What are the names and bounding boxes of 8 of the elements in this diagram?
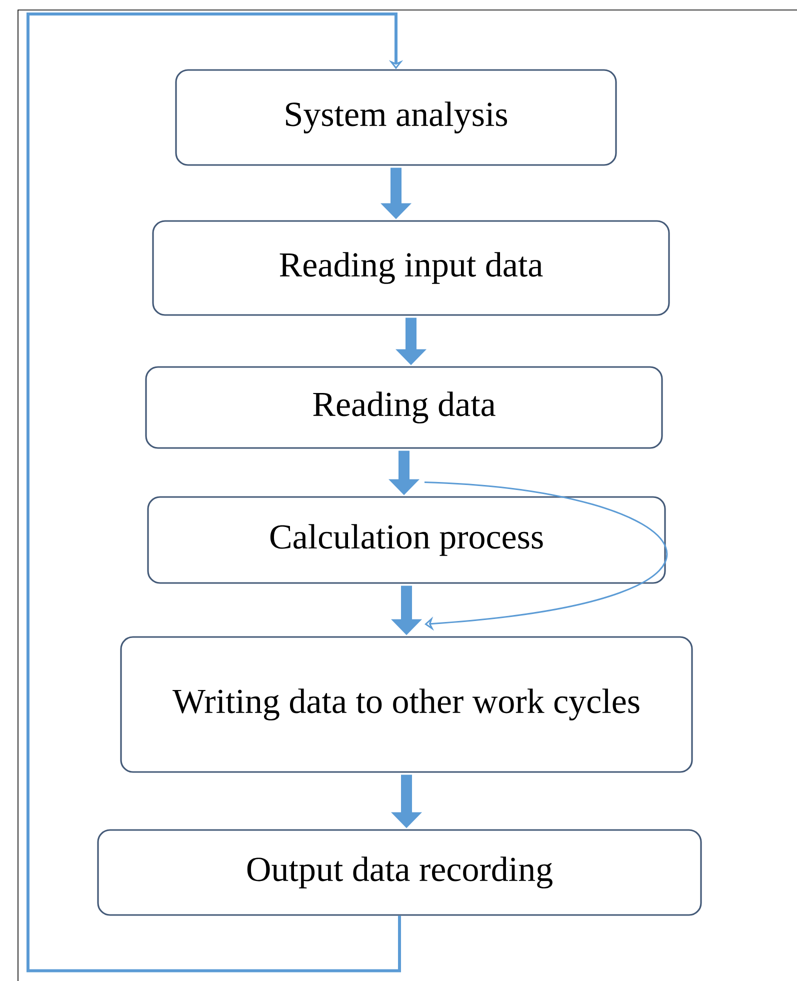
process-box: Output data recording bbox=[97, 829, 702, 916]
process-box: Reading input data bbox=[152, 220, 670, 316]
feedback-arrow bbox=[26, 12, 404, 972]
process-box: System analysis bbox=[175, 69, 617, 166]
process-box: Reading data bbox=[145, 366, 663, 449]
process-box: Writing data to other work cycles bbox=[120, 636, 693, 773]
curved-arrow bbox=[424, 481, 666, 631]
process-box: Calculation process bbox=[147, 496, 666, 584]
